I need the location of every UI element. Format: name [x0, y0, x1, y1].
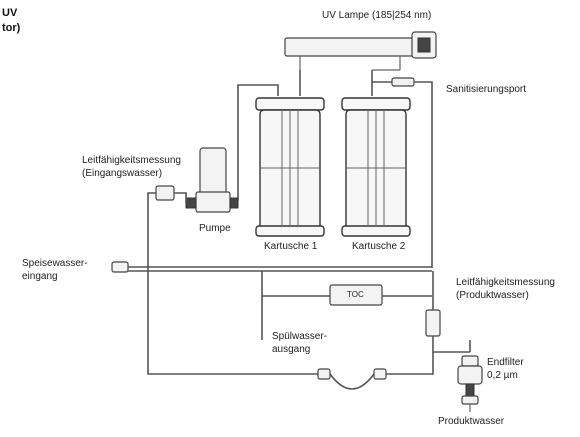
cartridge-1-label: Kartusche 1	[264, 241, 318, 252]
toc-module	[261, 271, 432, 340]
conductivity-sensor-inlet	[147, 185, 187, 268]
cartridge-2	[341, 97, 411, 237]
rinse-water-label-line2: ausgang	[272, 344, 311, 355]
pump	[185, 147, 239, 213]
conductivity-product-label-line1: Leitfähigkeitsmessung	[456, 277, 555, 288]
conductivity-inlet-label-line1: Leitfähigkeitsmessung	[82, 155, 181, 166]
cartridge-2-label: Kartusche 2	[352, 241, 406, 252]
product-water-label: Produktwasser	[438, 416, 505, 427]
lamp-to-cartridge-pipes	[226, 70, 433, 268]
sanitization-port-label: Sanitisierungsport	[446, 84, 527, 95]
conductivity-product-label-line2: (Produktwasser)	[456, 290, 529, 301]
toc-label: TOC	[347, 290, 364, 299]
feed-water-label-line2: eingang	[22, 271, 58, 282]
pump-label: Pumpe	[199, 223, 231, 234]
cartridge-1	[255, 97, 325, 237]
endfilter-label-line1: Endfilter	[487, 357, 524, 368]
endfilter-label-line2: 0,2 µm	[487, 370, 518, 381]
uv-lamp	[284, 31, 437, 71]
bottom-loop-pipe	[147, 268, 434, 390]
feed-water-inlet	[111, 261, 432, 273]
feed-water-label-line1: Speisewasser-	[22, 258, 88, 269]
uv-lamp-label: UV Lampe (185|254 nm)	[322, 10, 432, 21]
rinse-water-label-line1: Spülwasser-	[272, 331, 328, 342]
title-line-1: UV	[2, 7, 18, 19]
conductivity-inlet-label-line2: (Eingangswasser)	[82, 168, 163, 179]
endfilter	[457, 340, 483, 412]
title-line-2: tor)	[2, 22, 21, 34]
